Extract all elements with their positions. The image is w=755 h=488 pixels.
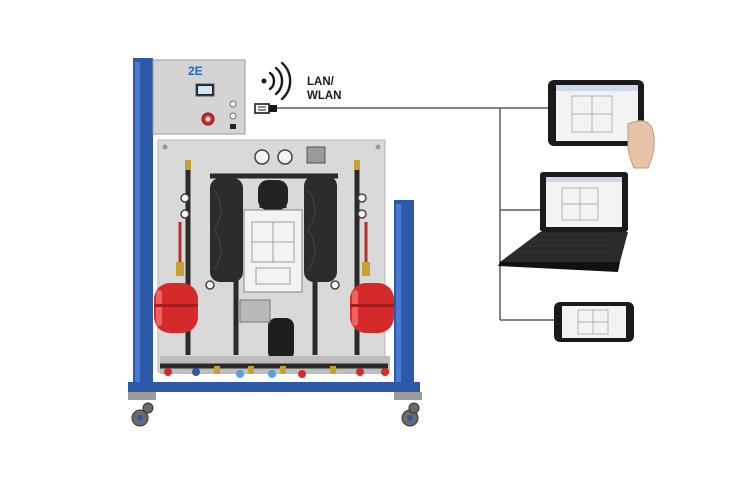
control-box	[152, 59, 246, 135]
insulated-tank-right	[304, 176, 337, 282]
wifi-signal-icon	[261, 61, 292, 101]
ethernet-plug-icon	[254, 103, 277, 114]
wlan-label: WLAN	[307, 90, 342, 102]
insulated-tank-left	[210, 178, 243, 282]
network-cable-lines	[277, 107, 554, 321]
expansion-vessel-right	[350, 283, 394, 333]
base-frame	[128, 382, 420, 392]
laptop-icon	[498, 172, 628, 272]
tablet-icon	[548, 80, 655, 169]
compressor	[268, 318, 294, 360]
brand-logo: 2E	[188, 64, 203, 78]
expansion-vessel-left	[154, 283, 198, 333]
connection-label: LAN/ WLAN	[307, 75, 342, 103]
lan-label: LAN/	[307, 76, 334, 88]
top-vessel	[258, 180, 288, 210]
castor-wheels	[131, 402, 420, 427]
pressure-gauges	[180, 149, 367, 290]
color-coded-connectors	[164, 368, 389, 378]
smartphone-icon	[554, 302, 634, 342]
